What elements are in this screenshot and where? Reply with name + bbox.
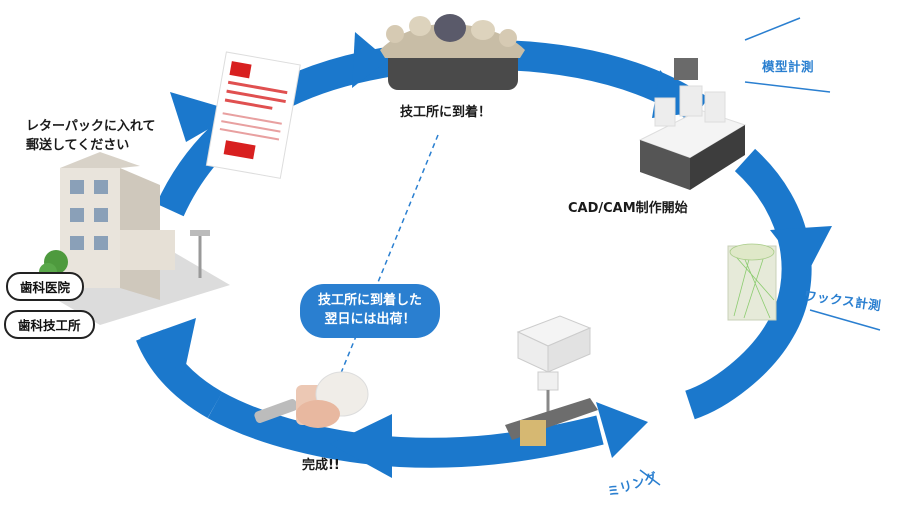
step-send-label: レターパックに入れて 郵送してください	[26, 119, 156, 153]
arrow-head-bottom-right	[596, 402, 648, 458]
arrow-head-bottom-left	[330, 414, 392, 478]
die-block-icon	[638, 58, 747, 190]
stage-label-model-scan: 模型計測	[762, 59, 815, 74]
clinic-building-icon	[39, 152, 230, 325]
finished-crown-icon	[254, 371, 369, 428]
arrow-heads	[140, 32, 832, 478]
dental-model-icon	[380, 14, 525, 90]
milling-machine-icon	[505, 315, 598, 446]
step-arrival-label: 技工所に到着！	[400, 105, 492, 120]
wax-block-icon	[727, 243, 777, 321]
lab-pill: 歯科技工所	[4, 310, 95, 339]
step-complete-label: 完成!!	[302, 458, 340, 473]
clinic-pill: 歯科医院	[6, 272, 85, 301]
arrow-head-top-left	[170, 92, 238, 142]
arrow-head-right	[770, 226, 832, 276]
letter-pack-icon	[205, 51, 301, 179]
arrow-head-top-mid	[352, 32, 388, 88]
arrow-head-left	[140, 318, 196, 374]
stage-label-lines	[639, 17, 881, 486]
dashed-connector	[329, 134, 439, 401]
step-cad-cam-label: CAD/CAM制作開始	[568, 201, 688, 216]
ring-segment-right	[684, 148, 812, 420]
shipping-bubble: 技工所に到着した 翌日には出荷！	[300, 284, 441, 338]
